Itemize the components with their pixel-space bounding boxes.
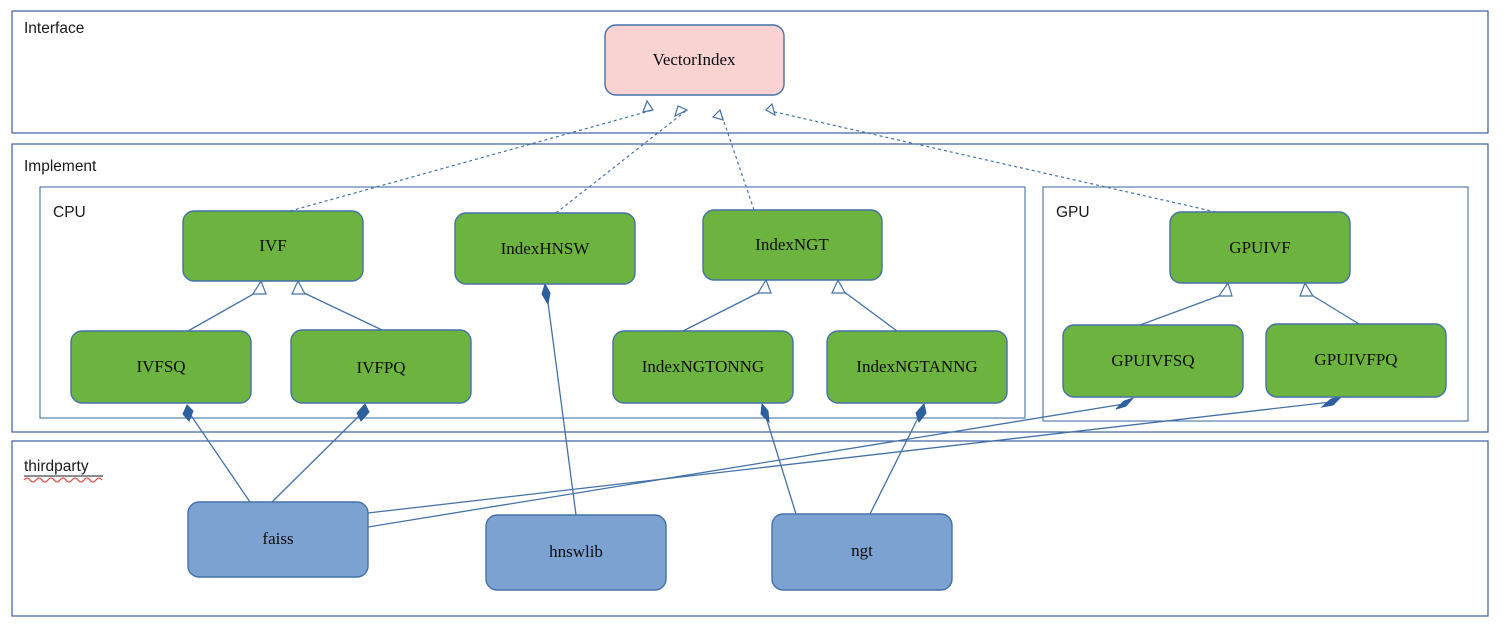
edge-indexngtanng-to-indexngt <box>831 278 898 332</box>
node-ngt[interactable]: ngt <box>771 513 953 591</box>
edge-faiss-to-ivfpq <box>271 403 370 503</box>
node-hnswlib[interactable]: hnswlib <box>485 514 667 591</box>
node-indexngtanng[interactable]: IndexNGTANNG <box>826 330 1008 404</box>
group-label-thirdparty: thirdparty <box>24 458 89 475</box>
node-indexngtonng-rect <box>612 330 794 404</box>
node-ivfsq[interactable]: IVFSQ <box>70 330 252 404</box>
node-label-hnswlib: hnswlib <box>549 542 603 561</box>
edge-faiss-to-ivfsq <box>182 404 251 503</box>
node-label-ngt: ngt <box>851 541 873 560</box>
node-indexngt-rect <box>702 209 883 281</box>
node-label-indexhnsw: IndexHNSW <box>501 239 591 258</box>
node-gpuivfsq-rect <box>1062 324 1244 398</box>
node-ivf[interactable]: IVF <box>182 210 364 282</box>
edge-gpuivfsq-to-gpuivf <box>1139 281 1233 326</box>
node-label-indexngtonng: IndexNGTONNG <box>642 357 764 376</box>
node-indexhnsw-rect <box>454 212 636 285</box>
node-label-indexngtanng: IndexNGTANNG <box>856 357 977 376</box>
edge-faiss-to-gpuivfsq <box>367 396 1135 528</box>
edge-ivf-to-vectorindex <box>289 99 654 212</box>
node-label-ivfsq: IVFSQ <box>136 357 185 376</box>
edge-ngt-to-indexngtonng <box>760 402 797 515</box>
node-faiss[interactable]: faiss <box>187 501 369 578</box>
node-ivfsq-rect <box>70 330 252 404</box>
node-label-ivf: IVF <box>259 236 286 255</box>
node-label-gpuivfsq: GPUIVFSQ <box>1111 351 1194 370</box>
node-gpuivf-rect <box>1169 211 1351 284</box>
edge-ngt-to-indexngtanng <box>869 402 927 515</box>
node-vectorindex[interactable]: VectorIndex <box>604 24 785 96</box>
node-vectorindex-rect <box>604 24 785 96</box>
node-label-faiss: faiss <box>262 529 293 548</box>
edge-gpuivf-to-vectorindex <box>765 102 1217 213</box>
group-label-gpu: GPU <box>1056 204 1090 221</box>
node-indexngtonng[interactable]: IndexNGTONNG <box>612 330 794 404</box>
edge-hnswlib-to-indexhnsw <box>541 282 577 516</box>
edge-indexngt-to-vectorindex <box>711 108 755 211</box>
node-ngt-rect <box>771 513 953 591</box>
node-label-indexngt: IndexNGT <box>755 235 829 254</box>
node-ivf-rect <box>182 210 364 282</box>
group-label-interface: Interface <box>24 20 84 37</box>
node-indexhnsw[interactable]: IndexHNSW <box>454 212 636 285</box>
edge-gpuivfpq-to-gpuivf <box>1299 281 1360 325</box>
node-label-gpuivf: GPUIVF <box>1229 238 1290 257</box>
group-label-cpu: CPU <box>53 204 86 221</box>
node-label-vectorindex: VectorIndex <box>652 50 736 69</box>
edge-ivfpq-to-ivf <box>291 279 383 331</box>
node-gpuivfsq[interactable]: GPUIVFSQ <box>1062 324 1244 398</box>
node-label-ivfpq: IVFPQ <box>356 358 405 377</box>
edge-faiss-to-gpuivfpq <box>367 396 1343 514</box>
spellcheck-squiggle-icon <box>23 477 103 483</box>
node-hnswlib-rect <box>485 514 667 591</box>
node-gpuivf[interactable]: GPUIVF <box>1169 211 1351 284</box>
edge-ivfsq-to-ivf <box>187 279 267 332</box>
node-ivfpq-rect <box>290 329 472 404</box>
node-faiss-rect <box>187 501 369 578</box>
edge-indexngtonng-to-indexngt <box>682 278 772 332</box>
group-label-implement: Implement <box>24 158 97 175</box>
edge-indexhnsw-to-vectorindex <box>555 105 689 214</box>
node-indexngtanng-rect <box>826 330 1008 404</box>
node-gpuivfpq-rect <box>1265 323 1447 398</box>
node-indexngt[interactable]: IndexNGT <box>702 209 883 281</box>
node-ivfpq[interactable]: IVFPQ <box>290 329 472 404</box>
node-label-gpuivfpq: GPUIVFPQ <box>1314 350 1397 369</box>
node-gpuivfpq[interactable]: GPUIVFPQ <box>1265 323 1447 398</box>
